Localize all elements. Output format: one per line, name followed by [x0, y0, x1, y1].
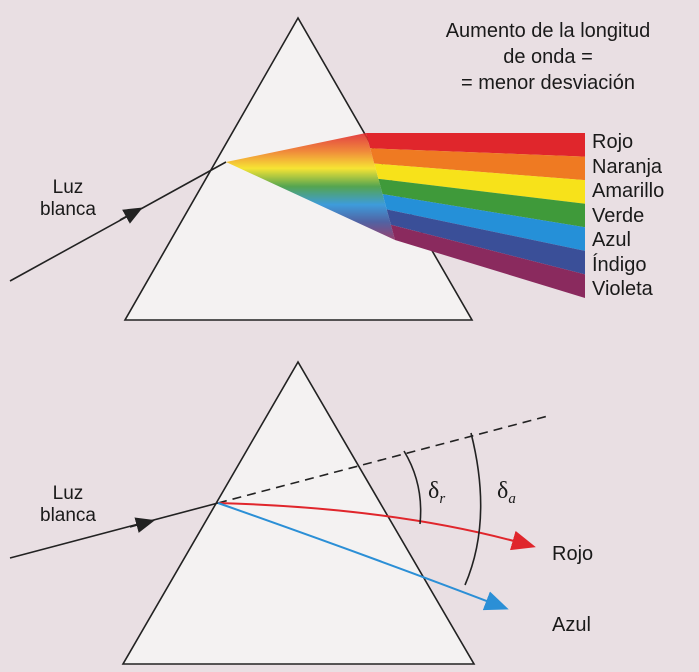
spectrum-band-orange — [370, 148, 585, 181]
red-ray — [217, 502, 536, 551]
bottom-incoming-label-line-2: blanca — [40, 505, 96, 526]
angle-arc-red — [403, 450, 422, 525]
color-label-orange: Naranja — [592, 155, 663, 178]
top-incoming-ray — [9, 161, 227, 282]
color-label-indigo: Índigo — [592, 253, 647, 276]
top-incoming-label-line-2: blanca — [40, 199, 96, 220]
bottom-incoming-arrow — [129, 517, 156, 533]
bottom-prism — [121, 360, 476, 665]
spectrum-band-indigo — [386, 209, 585, 275]
angle-label-blue: δa — [497, 478, 516, 507]
spectrum-band-yellow — [374, 163, 585, 204]
wavelength-note: Aumento de la longitud de onda = = menor… — [408, 18, 688, 96]
top-inner-spectrum-fan — [226, 133, 395, 240]
color-label-green: Verde — [592, 204, 645, 227]
top-spectrum-bands — [366, 133, 585, 298]
blue-ray-label: Azul — [552, 614, 591, 636]
top-incoming-label-line-1: Luz — [52, 177, 84, 198]
bottom-incoming-label-line-1: Luz — [52, 483, 84, 504]
color-label-red: Rojo — [592, 131, 634, 153]
angle-arc-blue — [464, 432, 482, 586]
color-label-violet: Violeta — [592, 278, 653, 300]
spectrum-band-violet — [390, 224, 585, 298]
top-incoming-arrow — [119, 207, 143, 224]
top-incoming-label: Luz blanca — [40, 177, 96, 221]
color-label-yellow: Amarillo — [592, 180, 665, 202]
wavelength-note-line-2: de onda = — [503, 46, 593, 68]
spectrum-color-list: Rojo Naranja Amarillo Verde Azul Índigo … — [592, 130, 664, 302]
bottom-incoming-ray — [9, 502, 219, 559]
bottom-incoming-label: Luz blanca — [40, 483, 96, 527]
color-label-blue: Azul — [592, 229, 631, 251]
spectrum-band-blue — [382, 194, 585, 251]
undeviated-dashed-line — [217, 415, 549, 504]
red-ray-label: Rojo — [552, 543, 594, 565]
angle-label-red: δr — [428, 478, 445, 507]
blue-ray — [217, 502, 509, 611]
wavelength-note-line-1: Aumento de la longitud — [445, 20, 651, 42]
spectrum-band-red — [366, 133, 585, 157]
wavelength-note-line-3: = menor desviación — [461, 72, 635, 94]
spectrum-band-green — [378, 178, 585, 228]
